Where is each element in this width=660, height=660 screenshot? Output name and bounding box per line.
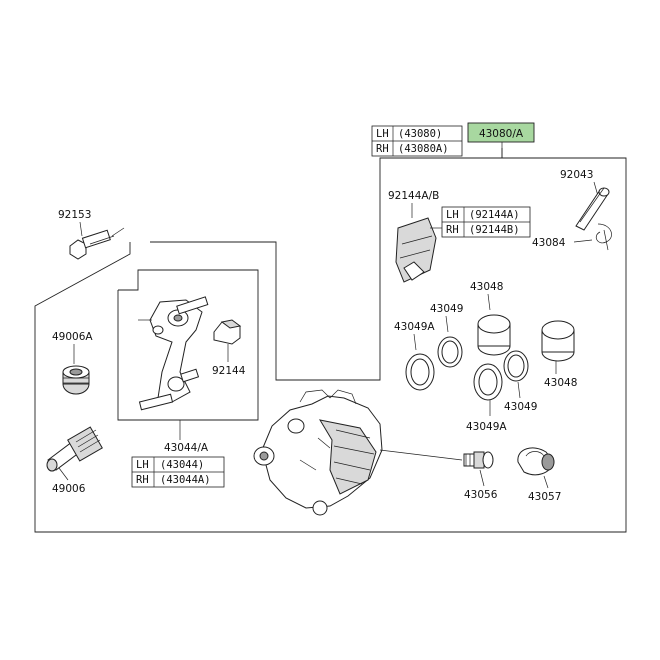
table-92144: LH (92144A) RH (92144B)	[441, 206, 531, 238]
bleeder-valve-43056[interactable]	[463, 451, 494, 469]
table-43080-rh-value[interactable]: (43080A)	[398, 143, 449, 155]
label-49006[interactable]: 49006	[52, 483, 86, 495]
assembly-label-box[interactable]	[467, 122, 535, 143]
clip-92144[interactable]	[213, 319, 242, 345]
seal-43049a-bottom[interactable]	[473, 363, 503, 401]
caliper-body[interactable]	[253, 389, 383, 516]
label-43084[interactable]: 43084	[532, 237, 566, 249]
seal-43049-bottom[interactable]	[503, 350, 529, 382]
table-92144-lh: LH	[446, 209, 459, 221]
label-43048-bot[interactable]: 43048	[544, 377, 577, 389]
label-43056[interactable]: 43056	[464, 489, 498, 501]
label-43049a-bot[interactable]: 43049A	[466, 421, 507, 433]
label-43057[interactable]: 43057	[528, 491, 561, 503]
label-92153[interactable]: 92153	[58, 209, 91, 221]
piston-43048-top[interactable]	[477, 314, 511, 356]
pad-spring-92144ab[interactable]	[395, 217, 437, 283]
label-92144[interactable]: 92144	[212, 365, 246, 377]
table-43080-lh: LH	[376, 128, 389, 140]
table-43080: LH (43080) RH (43080A)	[371, 125, 463, 157]
table-43044: LH (43044) RH (43044A)	[131, 456, 225, 488]
table-92144-rh-value[interactable]: (92144B)	[469, 224, 520, 236]
table-43080-rh: RH	[376, 143, 389, 155]
label-43048-top[interactable]: 43048	[470, 281, 503, 293]
clip-43084[interactable]	[595, 223, 612, 251]
label-43049-bot[interactable]: 43049	[504, 401, 537, 413]
caliper-bracket-43044[interactable]	[138, 296, 209, 411]
label-43044a[interactable]: 43044/A	[164, 442, 209, 454]
bolt-92153[interactable]	[69, 229, 115, 260]
caliper-bracket-subframe	[150, 157, 502, 381]
table-43044-lh: LH	[136, 459, 149, 471]
label-49006a[interactable]: 49006A	[52, 331, 93, 343]
assembly-outline	[34, 148, 627, 533]
pin-92043[interactable]	[575, 187, 610, 231]
table-43044-lh-value[interactable]: (43044)	[160, 459, 204, 471]
table-43080-lh-value[interactable]: (43080)	[398, 128, 442, 140]
table-92144-rh: RH	[446, 224, 459, 236]
label-92043[interactable]: 92043	[560, 169, 593, 181]
seal-43049-top[interactable]	[437, 336, 463, 368]
pin-49006[interactable]	[46, 426, 103, 472]
label-43049-top[interactable]: 43049	[430, 303, 463, 315]
seal-43049a-top[interactable]	[405, 353, 435, 391]
label-43049a-top[interactable]: 43049A	[394, 321, 435, 333]
table-43044-rh-value[interactable]: (43044A)	[160, 474, 211, 486]
label-92144ab[interactable]: 92144A/B	[388, 190, 439, 202]
piston-43048-bottom[interactable]	[541, 320, 575, 362]
boot-49006a[interactable]	[62, 365, 90, 395]
table-92144-lh-value[interactable]: (92144A)	[469, 209, 520, 221]
cap-43057[interactable]	[517, 447, 555, 476]
table-43044-rh: RH	[136, 474, 149, 486]
assembly-label[interactable]: 43080/A	[479, 128, 524, 140]
bracket-subframe	[117, 269, 259, 421]
